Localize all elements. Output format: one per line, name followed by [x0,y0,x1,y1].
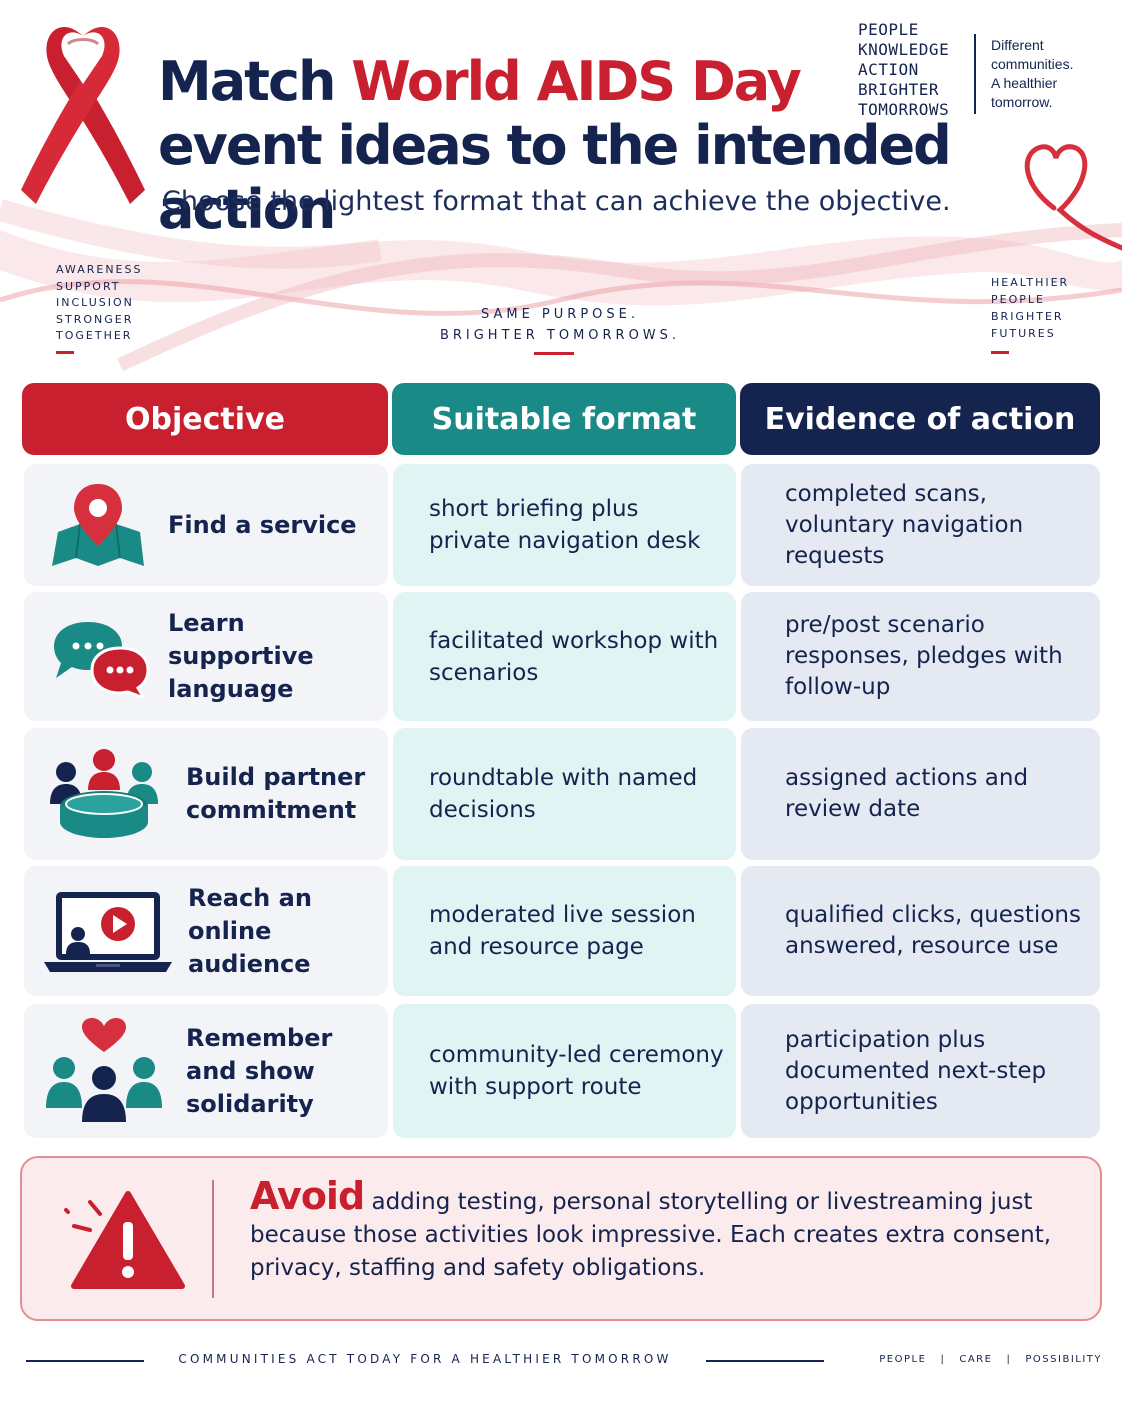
footer-value: PEOPLE [879,1354,927,1365]
warning-icon [64,1191,185,1289]
evidence-cell: qualified clicks, questions answered, re… [741,866,1100,996]
column-header-evidence: Evidence of action [740,383,1100,455]
red-ribbon-icon [21,26,145,204]
format-cell: facilitated workshop with scenarios [393,592,736,721]
format-text: facilitated workshop with scenarios [429,627,719,686]
warning-box [20,1156,1102,1321]
evidence-text: participation plus documented next-step … [785,1026,1047,1115]
objective-cell: Learn supportive language [24,592,388,721]
top-keyword: ACTION [858,60,919,79]
top-keyword: KNOWLEDGE [858,40,950,59]
accent-bar [56,351,74,354]
format-cell: community-led ceremony with support rout… [393,1004,736,1138]
objective-cell: Build partner commitment [24,728,388,860]
footer-tagline: COMMUNITIES ACT TODAY FOR A HEALTHIER TO… [178,1352,672,1366]
evidence-cell: pre/post scenario responses, pledges wit… [741,592,1100,721]
format-text: community-led ceremony with support rout… [429,1042,724,1100]
top-keywords: PEOPLE KNOWLEDGE ACTION BRIGHTER TOMORRO… [858,20,978,120]
laptop-video-icon [44,892,172,972]
format-text: short briefing plus private navigation d… [429,496,701,554]
footer-values: PEOPLE | CARE | POSSIBILITY [879,1354,1102,1365]
tagline-line: communities. [991,56,1074,72]
objective-cell: Reach an online audience [24,866,388,996]
title-part-1: Match [158,50,352,113]
warning-divider [212,1180,214,1298]
evidence-text: assigned actions and review date [785,765,1029,822]
banner-keyword: TOGETHER [56,329,133,342]
objective-label: Find a service [168,510,357,539]
title-highlight: World AIDS Day [351,50,802,113]
tagline-line: tomorrow. [991,94,1053,110]
top-divider [974,34,976,114]
banner-keyword: BRIGHTER [991,310,1064,323]
column-header-objective: Objective [22,383,388,455]
tagline-line: A healthier [991,75,1058,91]
objective-label: Reach an online audience [188,883,312,978]
footer-line-right [706,1360,824,1362]
title-part-2: event ideas to the intended action [158,114,952,241]
warning-text: adding testing, personal storytelling or… [250,1189,1052,1281]
page-title: Match World AIDS Day event ideas to the … [158,50,998,242]
column-header-format: Suitable format [392,383,736,455]
warning-message: Avoid adding testing, personal storytell… [250,1177,1070,1285]
evidence-text: qualified clicks, questions answered, re… [785,902,1081,959]
banner-keyword: STRONGER [56,312,134,326]
format-cell: roundtable with named decisions [393,728,736,860]
page-subtitle: Choose the lightest format that can achi… [162,186,951,217]
banner-keyword: INCLUSION [56,296,134,309]
format-text: roundtable with named decisions [429,765,698,823]
banner-center-line: SAME PURPOSE. [480,307,639,322]
accent-bar [534,352,574,355]
warning-keyword: Avoid [250,1174,365,1218]
banner-keyword: SUPPORT [56,279,121,293]
roundtable-icon [50,749,158,838]
banner-left-keywords: AWARENESS SUPPORT INCLUSION STRONGER TOG… [56,262,196,345]
footer-line-left [26,1360,144,1362]
accent-bar [991,351,1009,354]
evidence-cell: participation plus documented next-step … [741,1004,1100,1138]
top-tagline: Different communities. A healthier tomor… [991,36,1111,112]
objective-label: Build partner commitment [186,763,366,824]
banner-keyword: PEOPLE [991,293,1045,306]
map-pin-icon [52,484,144,566]
banner-right-keywords: HEALTHIER PEOPLE BRIGHTER FUTURES [991,274,1111,342]
chat-bubbles-icon [54,622,150,698]
banner-center-text: SAME PURPOSE. BRIGHTER TOMORROWS. [400,304,720,346]
footer-value: CARE [959,1354,993,1365]
banner-keyword: AWARENESS [56,263,143,276]
evidence-text: pre/post scenario responses, pledges wit… [785,612,1063,700]
top-keyword: PEOPLE [858,20,919,39]
evidence-cell: assigned actions and review date [741,728,1100,860]
banner-keyword: FUTURES [991,327,1056,340]
evidence-text: completed scans, voluntary navigation re… [785,480,1024,569]
format-text: moderated live session and resource page [429,902,696,960]
objective-label: Remember and show solidarity [186,1023,333,1118]
footer-value: POSSIBILITY [1025,1354,1102,1365]
evidence-cell: completed scans, voluntary navigation re… [741,464,1100,586]
objective-cell: Remember and show solidarity [24,1004,388,1138]
format-cell: moderated live session and resource page [393,866,736,996]
tagline-line: Different [991,37,1044,53]
format-cell: short briefing plus private navigation d… [393,464,736,586]
heart-ribbon-icon [1024,144,1122,251]
ribbon-wave-decoration [0,199,1122,372]
top-keyword: TOMORROWS [858,100,950,119]
community-heart-icon [46,1018,162,1122]
objective-cell: Find a service [24,464,388,586]
banner-keyword: HEALTHIER [991,276,1070,289]
top-keyword: BRIGHTER [858,80,940,99]
banner-center-line: BRIGHTER TOMORROWS. [439,328,681,343]
objective-label: Learn supportive language [168,609,314,703]
